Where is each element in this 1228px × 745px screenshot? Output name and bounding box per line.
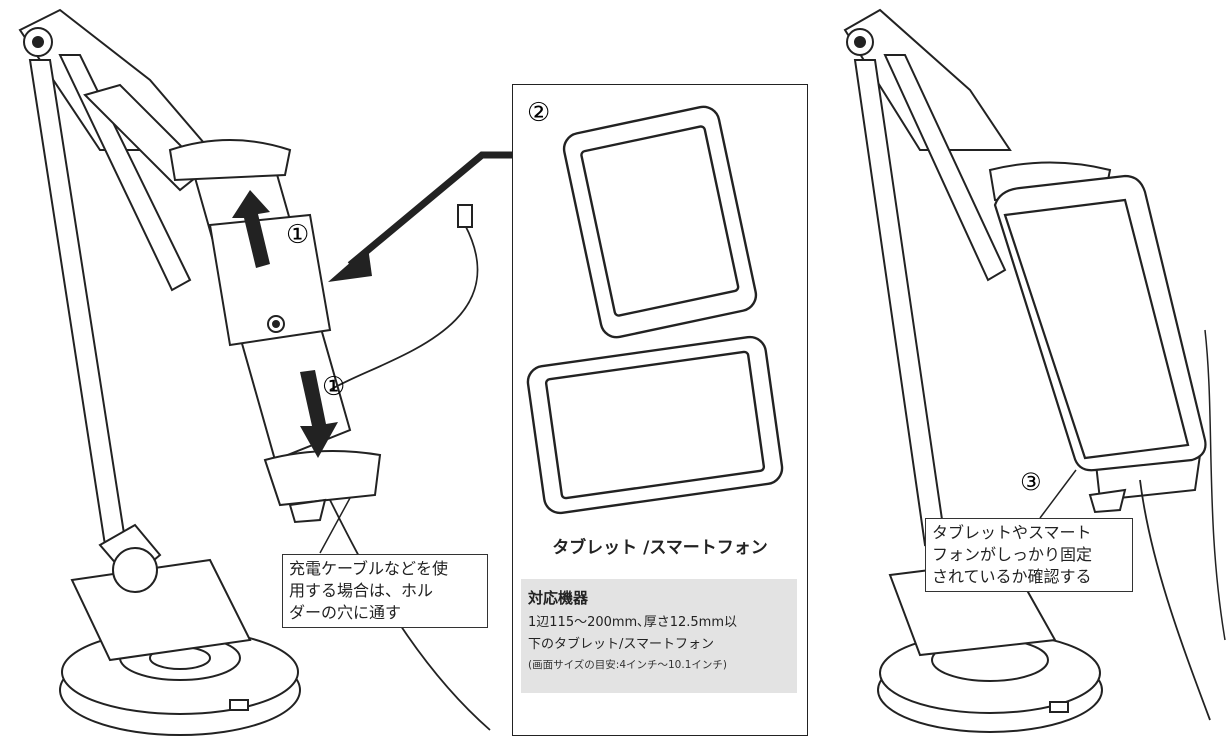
cable-plug — [457, 204, 473, 228]
step2-marker: ② — [527, 98, 550, 128]
down-arrow — [300, 370, 338, 458]
cable-callout-line1: 充電ケーブルなどを使 — [289, 559, 449, 578]
step1-bottom-marker: ① — [322, 372, 345, 402]
device-panel: ② タブレット /スマートフォン 対応機器 1辺115～200mm､厚さ12.5… — [512, 84, 808, 736]
left-stand-arm — [18, 8, 213, 593]
right-stand-arm — [843, 8, 1012, 586]
spec-box: 対応機器 1辺115～200mm､厚さ12.5mm以 下のタブレット/スマートフ… — [521, 579, 797, 693]
smartphone-icon — [562, 105, 758, 339]
confirm-callout-line1: タブレットやスマート — [932, 523, 1092, 542]
cable-callout-leader — [319, 497, 351, 554]
insert-arrow — [328, 151, 512, 282]
panel-caption: タブレット /スマートフォン — [552, 538, 768, 558]
left-holder — [168, 139, 382, 524]
cable-callout: 充電ケーブルなどを使 用する場合は、ホル ダーの穴に通す — [282, 554, 488, 628]
cable-callout-line2: 用する場合は、ホル — [289, 581, 434, 600]
confirm-callout: タブレットやスマート フォンがしっかり固定 されているか確認する — [925, 518, 1133, 592]
device-illustrations: ② — [526, 98, 784, 515]
right-cable-back — [1204, 329, 1226, 641]
confirm-callout-line2: フォンがしっかり固定 — [932, 545, 1093, 564]
step1-top-marker: ① — [286, 220, 309, 250]
up-arrow — [232, 190, 270, 268]
spec-title: 対応機器 — [528, 589, 589, 607]
confirm-callout-line3: されているか確認する — [932, 567, 1092, 586]
confirm-callout-leader — [1039, 469, 1077, 519]
spec-line1: 1辺115～200mm､厚さ12.5mm以 — [528, 615, 737, 630]
left-stand-base — [59, 558, 301, 736]
right-cable — [1139, 479, 1211, 721]
cable-callout-line3: ダーの穴に通す — [289, 603, 402, 622]
spec-line2: 下のタブレット/スマートフォン — [528, 637, 714, 652]
spec-note: (画面サイズの目安:4インチ～10.1インチ) — [528, 659, 727, 671]
step3-marker: ③ — [1020, 468, 1042, 496]
mounted-tablet — [993, 174, 1207, 472]
tablet-icon — [526, 335, 784, 515]
